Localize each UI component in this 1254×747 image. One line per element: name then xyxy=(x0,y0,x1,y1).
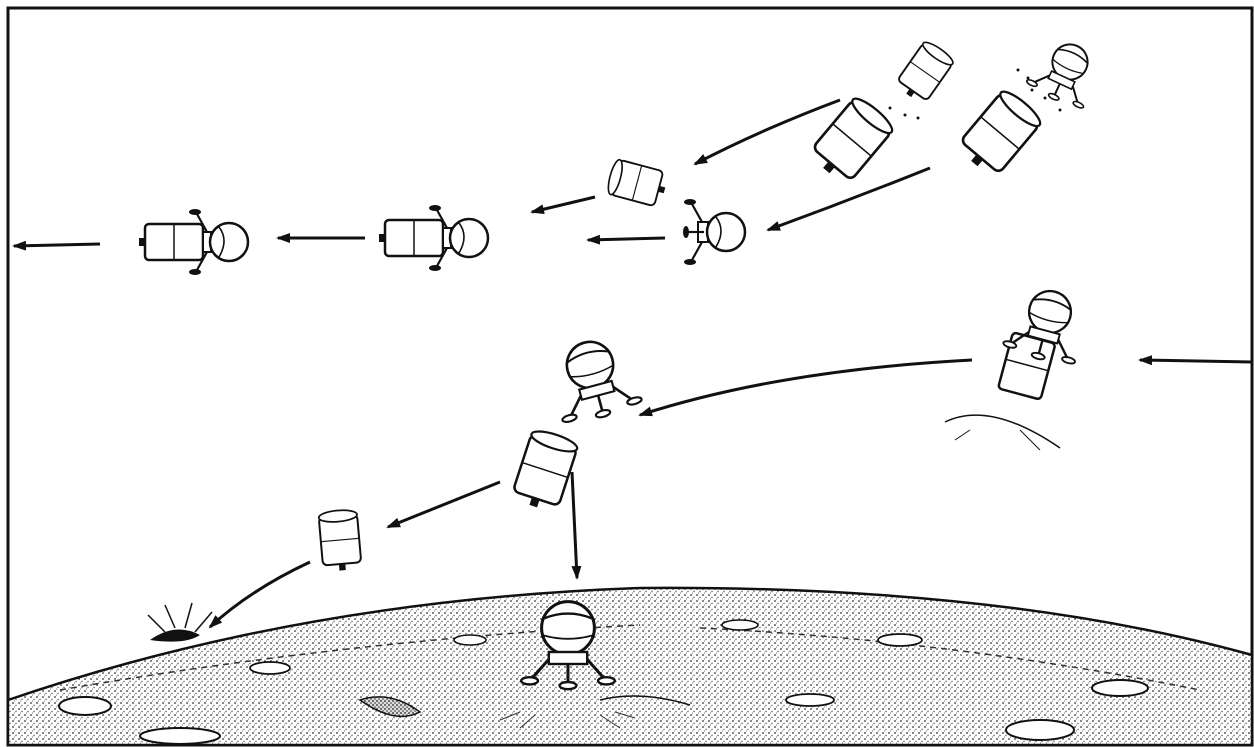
crater xyxy=(1092,680,1148,696)
crater xyxy=(878,634,922,646)
crater xyxy=(1006,720,1074,740)
arrow-lander-to-dock xyxy=(588,238,665,240)
crater xyxy=(140,728,220,744)
arrow-exit-left xyxy=(14,244,100,246)
crater xyxy=(250,662,290,674)
crater xyxy=(454,635,486,645)
crater xyxy=(722,620,758,630)
crater xyxy=(59,697,111,715)
spent-stage-falling xyxy=(318,509,361,572)
crater xyxy=(786,694,834,706)
arrow-enter-right xyxy=(1140,360,1252,362)
